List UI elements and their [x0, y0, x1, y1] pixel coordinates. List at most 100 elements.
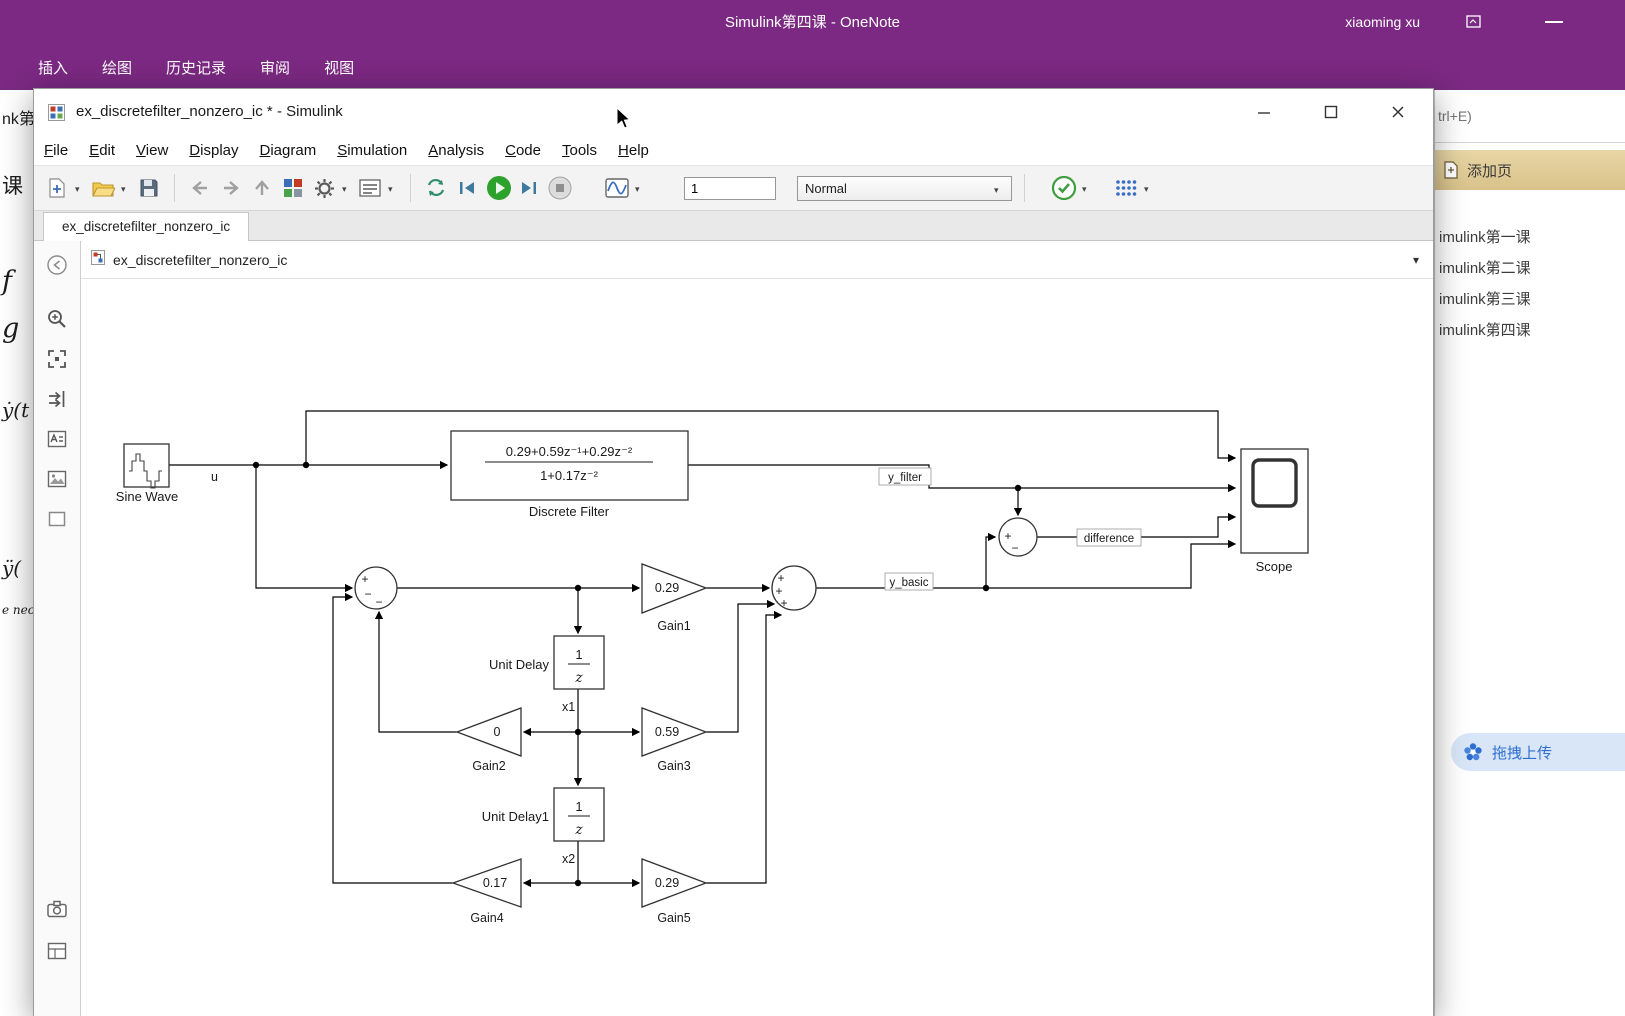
add-page-icon: [1444, 161, 1458, 179]
sim-stop-time-input[interactable]: [684, 176, 776, 200]
difference-sum-block[interactable]: + −: [998, 517, 1038, 557]
breadcrumb-caret-icon[interactable]: ▾: [1412, 252, 1419, 267]
menu-help[interactable]: Help: [618, 141, 649, 159]
signal-label-difference[interactable]: difference: [1076, 528, 1142, 547]
page-list-item[interactable]: imulink第三课: [1439, 291, 1531, 308]
browser-collapse-icon[interactable]: [45, 253, 69, 277]
menu-tools[interactable]: Tools: [562, 141, 598, 159]
input-sum-block[interactable]: + − −: [354, 566, 398, 610]
new-model-icon[interactable]: [44, 175, 70, 201]
image-icon[interactable]: [45, 467, 69, 491]
settings-gear-icon[interactable]: [311, 175, 337, 201]
gain5-value: 0.29: [655, 876, 679, 890]
page-list-item[interactable]: imulink第一课: [1439, 229, 1531, 246]
gain2-block[interactable]: 0: [455, 707, 522, 757]
toolbar-separator: [410, 174, 411, 202]
new-model-dropdown[interactable]: [75, 179, 85, 197]
ribbon-tab-insert[interactable]: 插入: [38, 60, 69, 77]
model-config-dropdown[interactable]: [388, 179, 398, 197]
add-page-button[interactable]: 添加页: [1435, 150, 1625, 190]
back-icon[interactable]: [187, 175, 213, 201]
sine-wave-block[interactable]: [123, 443, 170, 489]
perspectives-grid-icon[interactable]: [1113, 175, 1139, 201]
signal-wires[interactable]: [169, 410, 1237, 888]
sim-mode-dropdown[interactable]: Normal: [797, 175, 1012, 201]
screenshot-camera-icon[interactable]: [45, 897, 69, 921]
signal-label-y-basic[interactable]: y_basic: [884, 572, 934, 591]
zoom-in-icon[interactable]: [45, 307, 69, 331]
breadcrumb-model-name[interactable]: ex_discretefilter_nonzero_ic: [113, 251, 288, 268]
discrete-filter-label: Discrete Filter: [529, 504, 610, 519]
gain5-block[interactable]: 0.29: [641, 858, 708, 908]
gain4-block[interactable]: 0.17: [451, 858, 522, 908]
page-text-fragment: 课: [2, 175, 23, 198]
library-browser-icon[interactable]: [280, 175, 306, 201]
simulink-menubar: File Edit View Display Diagram Simulatio…: [34, 135, 1433, 165]
onenote-minimize-button[interactable]: [1545, 21, 1563, 23]
open-model-dropdown[interactable]: [121, 179, 131, 197]
menu-analysis[interactable]: Analysis: [428, 141, 485, 159]
model-config-icon[interactable]: [357, 175, 383, 201]
resize-arrows-icon[interactable]: [45, 387, 69, 411]
close-button[interactable]: [1375, 89, 1421, 135]
math-fragment: ÿ(: [2, 556, 22, 580]
settings-dropdown[interactable]: [342, 179, 352, 197]
signal-u-label: u: [211, 470, 218, 484]
simulation-display-dropdown[interactable]: [635, 179, 645, 197]
menu-display[interactable]: Display: [189, 141, 239, 159]
signal-label-y-filter[interactable]: y_filter: [878, 467, 932, 486]
forward-icon[interactable]: [218, 175, 244, 201]
viewmarks-icon[interactable]: [45, 939, 69, 963]
page-list-item[interactable]: imulink第二课: [1439, 260, 1531, 277]
sum-sign: +: [780, 596, 787, 610]
step-back-icon[interactable]: [454, 175, 480, 201]
menu-code[interactable]: Code: [505, 141, 541, 159]
perspectives-dropdown[interactable]: [1144, 179, 1154, 197]
maximize-button[interactable]: [1308, 89, 1354, 135]
gain1-value: 0.29: [655, 581, 679, 595]
annotation-icon[interactable]: [45, 427, 69, 451]
search-input[interactable]: trl+E): [1435, 90, 1625, 143]
basic-sum-block[interactable]: + + +: [771, 565, 817, 611]
simulink-titlebar[interactable]: ex_discretefilter_nonzero_ic * - Simulin…: [34, 89, 1433, 135]
model-tab[interactable]: ex_discretefilter_nonzero_ic: [43, 212, 250, 241]
ribbon-tab-history[interactable]: 历史记录: [166, 60, 227, 77]
sum-sign: −: [364, 587, 371, 601]
shape-box-icon[interactable]: [45, 507, 69, 531]
menu-view[interactable]: View: [136, 141, 169, 159]
unit-delay-numerator: 1: [575, 647, 582, 662]
run-icon[interactable]: [485, 175, 511, 201]
drag-upload-button[interactable]: 拖拽上传: [1451, 733, 1625, 771]
menu-diagram[interactable]: Diagram: [259, 141, 317, 159]
unit-delay1-block[interactable]: 1 z: [553, 787, 605, 842]
open-model-icon[interactable]: [90, 175, 116, 201]
up-icon[interactable]: [249, 175, 275, 201]
page-list-item[interactable]: imulink第四课: [1439, 322, 1531, 339]
gain1-block[interactable]: 0.29: [641, 563, 708, 614]
scope-block[interactable]: [1240, 448, 1309, 554]
ribbon-tab-review[interactable]: 审阅: [260, 60, 291, 77]
gain3-block[interactable]: 0.59: [641, 707, 708, 757]
update-diagram-icon[interactable]: [1051, 175, 1077, 201]
unit-delay-block[interactable]: 1 z: [553, 635, 605, 690]
connect-target-icon[interactable]: [423, 175, 449, 201]
sine-wave-label: Sine Wave: [116, 489, 178, 504]
menu-file[interactable]: File: [44, 141, 69, 159]
simulation-display-icon[interactable]: [604, 175, 630, 201]
minimize-button[interactable]: [1241, 89, 1287, 135]
model-canvas[interactable]: Sine Wave u 0.29+0.59z⁻¹+0.29z⁻² 1+0.17z…: [81, 279, 1433, 1016]
sum-sign: +: [361, 572, 368, 586]
fit-view-icon[interactable]: [45, 347, 69, 371]
onenote-window-title: Simulink第四课 - OneNote: [724, 14, 901, 31]
menu-edit[interactable]: Edit: [89, 141, 116, 159]
ribbon-tab-draw[interactable]: 绘图: [102, 60, 133, 77]
step-forward-icon[interactable]: [516, 175, 542, 201]
stop-icon[interactable]: [547, 175, 573, 201]
ribbon-display-options-icon[interactable]: [1466, 14, 1482, 30]
ribbon-tab-view[interactable]: 视图: [324, 60, 355, 77]
gain2-value: 0: [494, 725, 501, 739]
save-icon[interactable]: [136, 175, 162, 201]
menu-simulation[interactable]: Simulation: [337, 141, 408, 159]
discrete-filter-block[interactable]: 0.29+0.59z⁻¹+0.29z⁻² 1+0.17z⁻²: [450, 430, 689, 501]
update-diagram-dropdown[interactable]: [1082, 179, 1092, 197]
